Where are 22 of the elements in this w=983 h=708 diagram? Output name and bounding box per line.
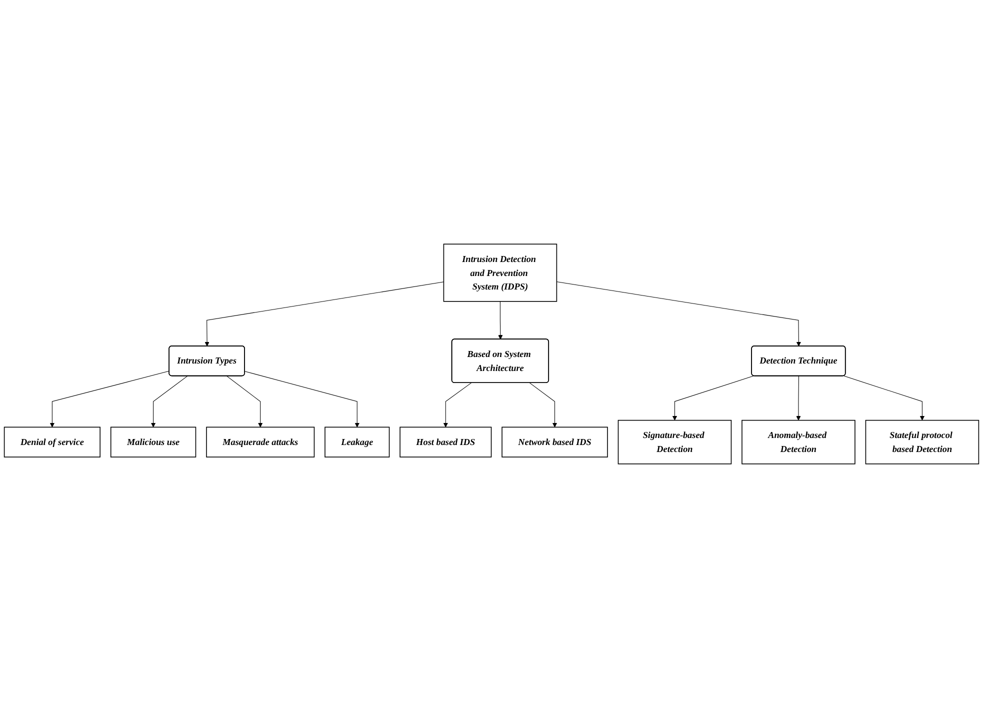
arrow bbox=[50, 370, 170, 428]
arrow bbox=[796, 376, 801, 421]
arrow bbox=[672, 376, 754, 421]
node-box: Malicious use bbox=[110, 426, 196, 458]
arrow bbox=[556, 281, 802, 346]
node-box: Host based IDS bbox=[400, 426, 492, 458]
arrow bbox=[204, 282, 444, 346]
arrow bbox=[498, 301, 503, 340]
arrow bbox=[150, 376, 188, 428]
node-box: Network based IDS bbox=[502, 426, 608, 458]
arrow bbox=[529, 382, 558, 428]
node-box: Intrusion Detection and Prevention System (IDPS) bbox=[443, 244, 558, 302]
node-box: Stateful protocol based Detection bbox=[865, 420, 980, 464]
node-box: Leakage bbox=[324, 426, 390, 458]
arrow bbox=[244, 371, 360, 428]
node-box: Denial of service bbox=[4, 426, 100, 458]
arrow bbox=[443, 382, 472, 428]
arrow bbox=[844, 376, 925, 421]
node-box: Signature-based Detection bbox=[618, 420, 732, 464]
node-box: Masquerade attacks bbox=[206, 426, 315, 458]
arrow bbox=[226, 376, 263, 428]
node-box: Anomaly-based Detection bbox=[742, 420, 856, 464]
